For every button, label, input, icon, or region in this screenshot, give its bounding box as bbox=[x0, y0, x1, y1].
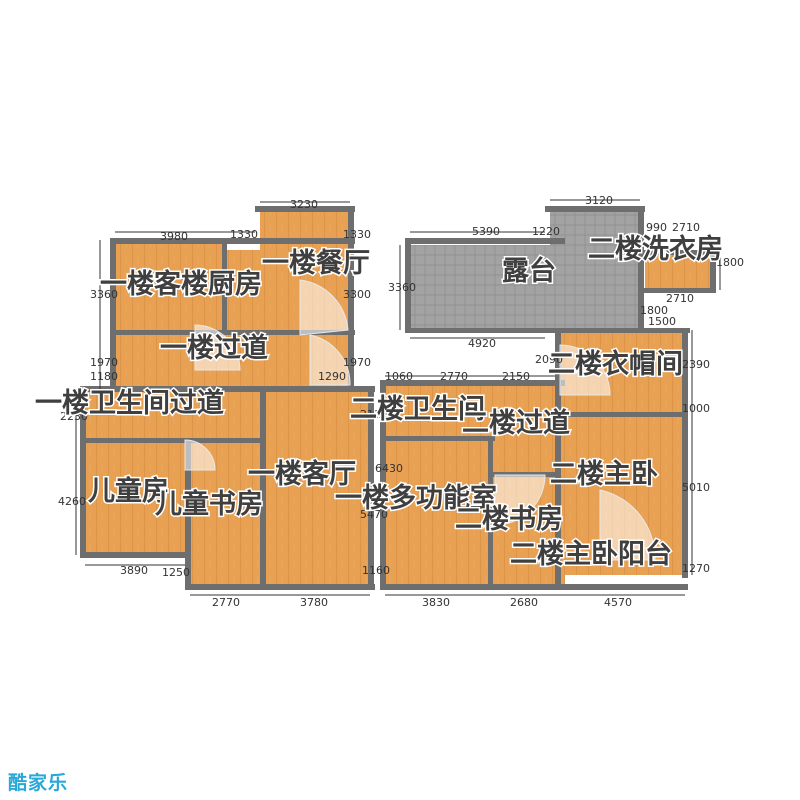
dim-label: 5010 bbox=[682, 481, 710, 494]
room-label-kids-study: 儿童书房 bbox=[155, 488, 263, 520]
floor-bath-corridor bbox=[85, 390, 265, 445]
dim-label: 2680 bbox=[510, 596, 538, 609]
dim-label: 2230 bbox=[60, 410, 88, 423]
door-master bbox=[599, 489, 656, 561]
doors bbox=[184, 279, 656, 561]
dim-label: 2770 bbox=[212, 596, 240, 609]
dim-label: 5390 bbox=[472, 225, 500, 238]
floor-living-1 bbox=[265, 390, 370, 585]
dim-label: 6430 bbox=[375, 462, 403, 475]
door-corridor bbox=[194, 324, 241, 371]
dim-label: 3230 bbox=[290, 198, 318, 211]
dim-label: 3890 bbox=[120, 564, 148, 577]
dim-label: 1500 bbox=[648, 315, 676, 328]
brand-logo: 酷家乐 bbox=[8, 772, 69, 794]
dim-label: 3360 bbox=[388, 281, 416, 294]
dim-label: 3120 bbox=[585, 194, 613, 207]
floor-terrace[interactable] bbox=[410, 245, 565, 330]
dim-label: 2090 bbox=[535, 353, 563, 366]
room-label-study-2: 二楼书房 bbox=[455, 504, 563, 535]
room-label-bath-2: 二楼卫生间 bbox=[350, 394, 485, 425]
dim-label: 5470 bbox=[360, 508, 388, 521]
door-study-2 bbox=[494, 474, 546, 526]
floor-laundry bbox=[645, 255, 710, 290]
dim-label: 1330 bbox=[343, 228, 371, 241]
dim-label: 4920 bbox=[468, 337, 496, 350]
dim-label: 1180 bbox=[90, 370, 118, 383]
dim-label: 3300 bbox=[343, 288, 371, 301]
door-kitchen bbox=[299, 279, 349, 336]
dim-label: 1330 bbox=[230, 228, 258, 241]
dim-label: 1290 bbox=[318, 370, 346, 383]
room-label-dining: 一楼餐厅 bbox=[262, 248, 370, 279]
dim-label: 1060 bbox=[385, 370, 413, 383]
dim-label: 3780 bbox=[300, 596, 328, 609]
dim-label: 1800 bbox=[716, 256, 744, 269]
room-label-master-balcony: 二楼主卧阳台 bbox=[510, 538, 672, 570]
room-label-laundry: 二楼洗衣房 bbox=[588, 233, 723, 265]
floor-terrace-2[interactable] bbox=[550, 210, 640, 330]
dimension-lines bbox=[75, 199, 721, 596]
door-living-1 bbox=[309, 334, 351, 386]
dim-label: 3830 bbox=[422, 596, 450, 609]
dim-label: 990 bbox=[646, 221, 667, 234]
dim-label: 4260 bbox=[58, 495, 86, 508]
floor-kitchen-living bbox=[115, 240, 225, 335]
floor-kitchen bbox=[225, 250, 265, 335]
room-label-corridor-2: 二楼过道 bbox=[462, 407, 570, 439]
door-kids bbox=[184, 439, 216, 471]
room-label-corridor-1: 一楼过道 bbox=[160, 332, 268, 364]
room-label-master-bedroom: 二楼主卧 bbox=[550, 459, 658, 490]
room-label-kids-room: 儿童房 bbox=[88, 475, 169, 507]
dim-label: 2110 bbox=[360, 408, 388, 421]
room-label-living-1: 一楼客厅 bbox=[248, 458, 356, 490]
room-label-kitchen-living: 一楼客楼厨房 bbox=[100, 268, 262, 300]
dim-label: 1270 bbox=[682, 562, 710, 575]
dim-label: 1800 bbox=[640, 304, 668, 317]
floor-multi-room bbox=[385, 440, 490, 585]
room-label-multi-room: 一楼多功能室 bbox=[335, 482, 497, 514]
floor-kids-room bbox=[85, 440, 185, 555]
dim-label: 1160 bbox=[362, 564, 390, 577]
dim-label: 2150 bbox=[502, 370, 530, 383]
dim-label: 1970 bbox=[90, 356, 118, 369]
dim-label: 2710 bbox=[666, 292, 694, 305]
floor-bath-2 bbox=[385, 385, 495, 440]
dim-label: 1000 bbox=[682, 402, 710, 415]
room-label-terrace: 露台 bbox=[502, 255, 556, 287]
dim-label: 4570 bbox=[604, 596, 632, 609]
dim-label: 2390 bbox=[682, 358, 710, 371]
dim-label: 1220 bbox=[532, 225, 560, 238]
dim-label: 1970 bbox=[343, 356, 371, 369]
room-label-bath-corridor: 一楼卫生间过道 bbox=[35, 387, 224, 419]
door-wardrobe bbox=[559, 344, 611, 396]
dim-label: 2770 bbox=[440, 370, 468, 383]
dim-label: 3360 bbox=[90, 288, 118, 301]
room-label-wardrobe: 二楼衣帽间 bbox=[548, 348, 683, 380]
dim-label: 2710 bbox=[672, 221, 700, 234]
floor-corridor-2 bbox=[490, 385, 565, 475]
dim-label: 3980 bbox=[160, 230, 188, 243]
dim-label: 1250 bbox=[162, 566, 190, 579]
room-labels: 一楼客楼厨房 一楼餐厅 一楼过道 一楼卫生间过道 儿童房 儿童书房 一楼客厅 露… bbox=[34, 232, 725, 572]
dimension-labels: 3980 1330 3230 1330 3360 3300 1970 1970 … bbox=[58, 194, 744, 609]
